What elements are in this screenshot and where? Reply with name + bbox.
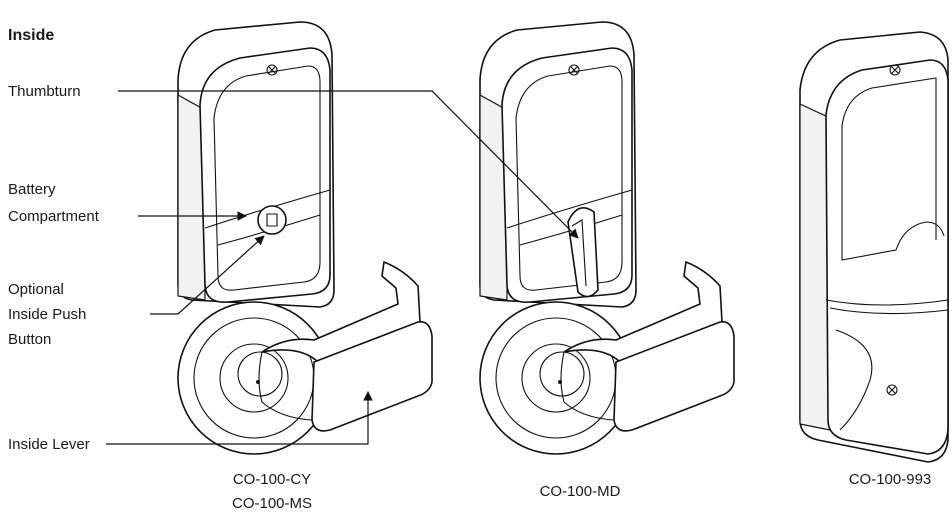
pushbutton-callout xyxy=(150,235,265,315)
pushbutton-label-line3: Button xyxy=(8,331,51,348)
rose-icon xyxy=(479,301,633,455)
rose-icon xyxy=(177,301,331,455)
thumbturn-label: Thumbturn xyxy=(8,83,81,100)
model-label-left-1: CO-100-CY xyxy=(233,471,311,488)
lever-label: Inside Lever xyxy=(8,436,90,453)
screw-icon xyxy=(889,64,901,76)
model-label-middle: CO-100-MD xyxy=(540,483,621,500)
battery-label-line2: Compartment xyxy=(8,208,100,225)
battery-label-line1: Battery xyxy=(8,181,56,198)
screw-icon xyxy=(886,384,898,396)
model-label-right: CO-100-993 xyxy=(849,471,932,488)
screw-icon xyxy=(568,64,580,76)
lock-co-100-993 xyxy=(799,31,949,463)
lever-callout xyxy=(106,391,373,445)
lock-co-100-cy xyxy=(177,21,433,455)
section-title: Inside xyxy=(8,27,54,44)
model-label-left-2: CO-100-MS xyxy=(232,495,312,512)
thumbturn-callout xyxy=(118,90,579,239)
pushbutton-label-line2: Inside Push xyxy=(8,306,86,323)
screw-icon xyxy=(266,64,278,76)
pushbutton-label-line1: Optional xyxy=(8,281,64,298)
battery-compartment-icon xyxy=(257,205,287,235)
lock-co-100-md xyxy=(479,21,735,455)
